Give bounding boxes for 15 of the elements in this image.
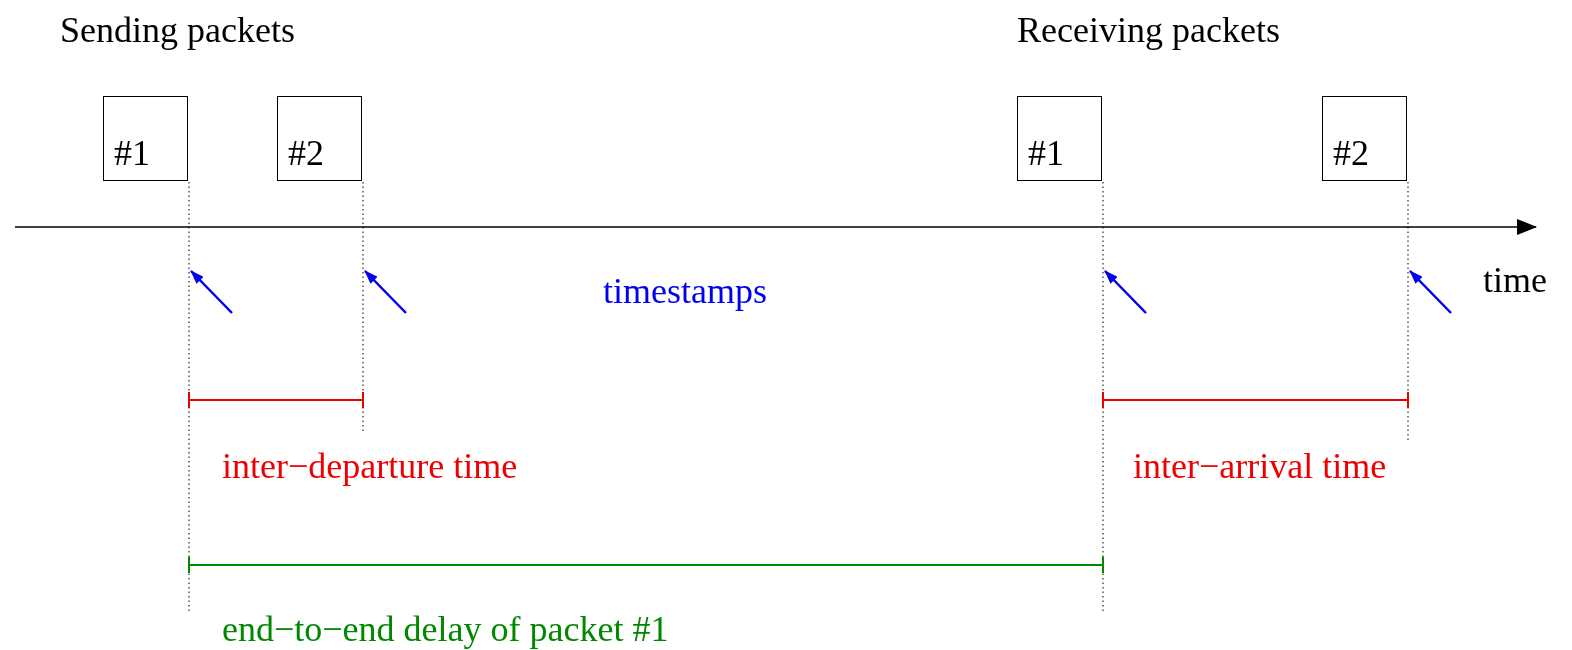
dimension-label: inter−arrival time (1133, 448, 1387, 484)
packet-box (1322, 96, 1407, 181)
packet-number: #2 (1333, 135, 1369, 171)
annotation-label: timestamps (603, 273, 767, 309)
packet-box (1017, 96, 1102, 181)
heading: Receiving packets (1017, 12, 1280, 48)
packet-number: #2 (288, 135, 324, 171)
heading: Sending packets (60, 12, 295, 48)
dimension-label: inter−departure time (222, 448, 518, 484)
packet-number: #1 (1028, 135, 1064, 171)
packet-number: #1 (114, 135, 150, 171)
packet-box (103, 96, 188, 181)
dimension-label: end−to−end delay of packet #1 (222, 611, 669, 647)
packet-box (277, 96, 362, 181)
axis-label: time (1483, 262, 1547, 298)
